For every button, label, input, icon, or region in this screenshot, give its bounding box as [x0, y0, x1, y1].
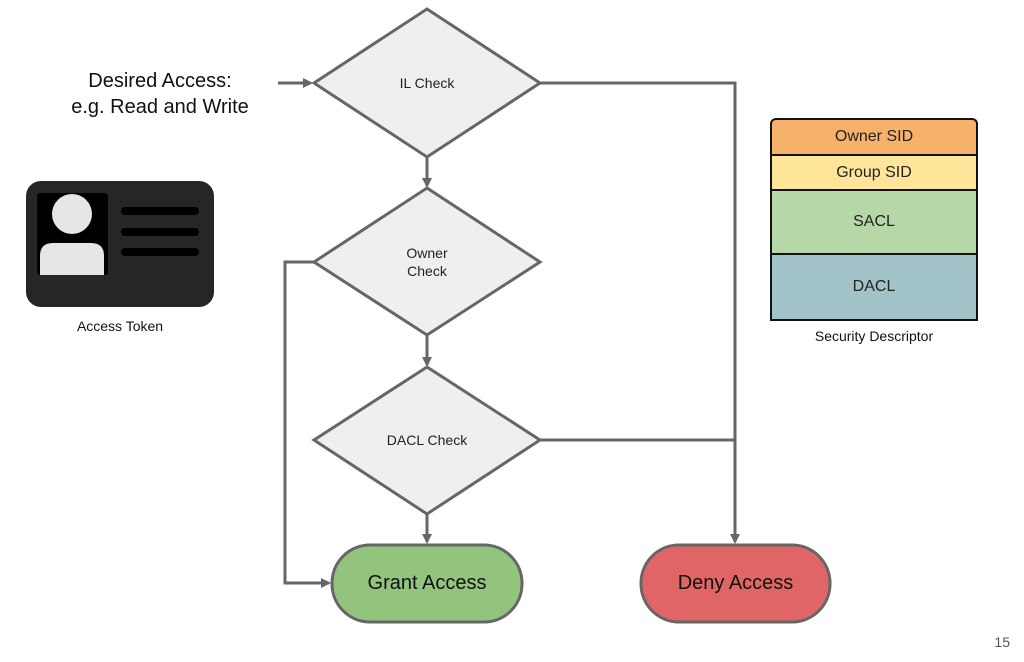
access-token-label: Access Token [76, 318, 164, 334]
deny-access-label: Deny Access [677, 572, 794, 594]
text-line-3 [121, 248, 199, 256]
owner-to-grant-connector [283, 260, 331, 588]
person-body-icon [40, 243, 104, 275]
person-head-icon [52, 194, 92, 234]
il-check-diamond [311, 7, 543, 159]
desired-access-line1: Desired Access: [88, 70, 232, 92]
deny-access-terminal [639, 543, 832, 624]
dacl-check-label: DACL Check [386, 432, 468, 448]
sd-owner-sid: Owner SID [770, 118, 978, 154]
grant-access-terminal [330, 543, 524, 624]
security-descriptor-label: Security Descriptor [814, 328, 934, 344]
sd-sacl: SACL [770, 189, 978, 253]
page-number: 15 [994, 634, 1010, 650]
text-line-1 [121, 207, 199, 215]
owner-check-line1: Owner [406, 245, 448, 261]
owner-check-label: Owner Check [340, 242, 514, 282]
owner-check-line2: Check [407, 263, 447, 279]
grant-access-label: Grant Access [367, 572, 487, 594]
text-line-2 [121, 228, 199, 236]
il-check-label: IL Check [399, 75, 455, 91]
security-descriptor: Owner SID Group SID SACL DACL [770, 118, 978, 321]
id-card-icon [26, 181, 214, 307]
owner-check-diamond [311, 186, 543, 337]
sd-dacl: DACL [770, 253, 978, 321]
il-to-deny-connector [540, 81, 740, 544]
desired-access-label: Desired Access: e.g. Read and Write [40, 68, 280, 120]
desired-access-line2: e.g. Read and Write [71, 96, 249, 118]
dacl-check-diamond [311, 365, 543, 516]
sd-group-sid: Group SID [770, 154, 978, 189]
